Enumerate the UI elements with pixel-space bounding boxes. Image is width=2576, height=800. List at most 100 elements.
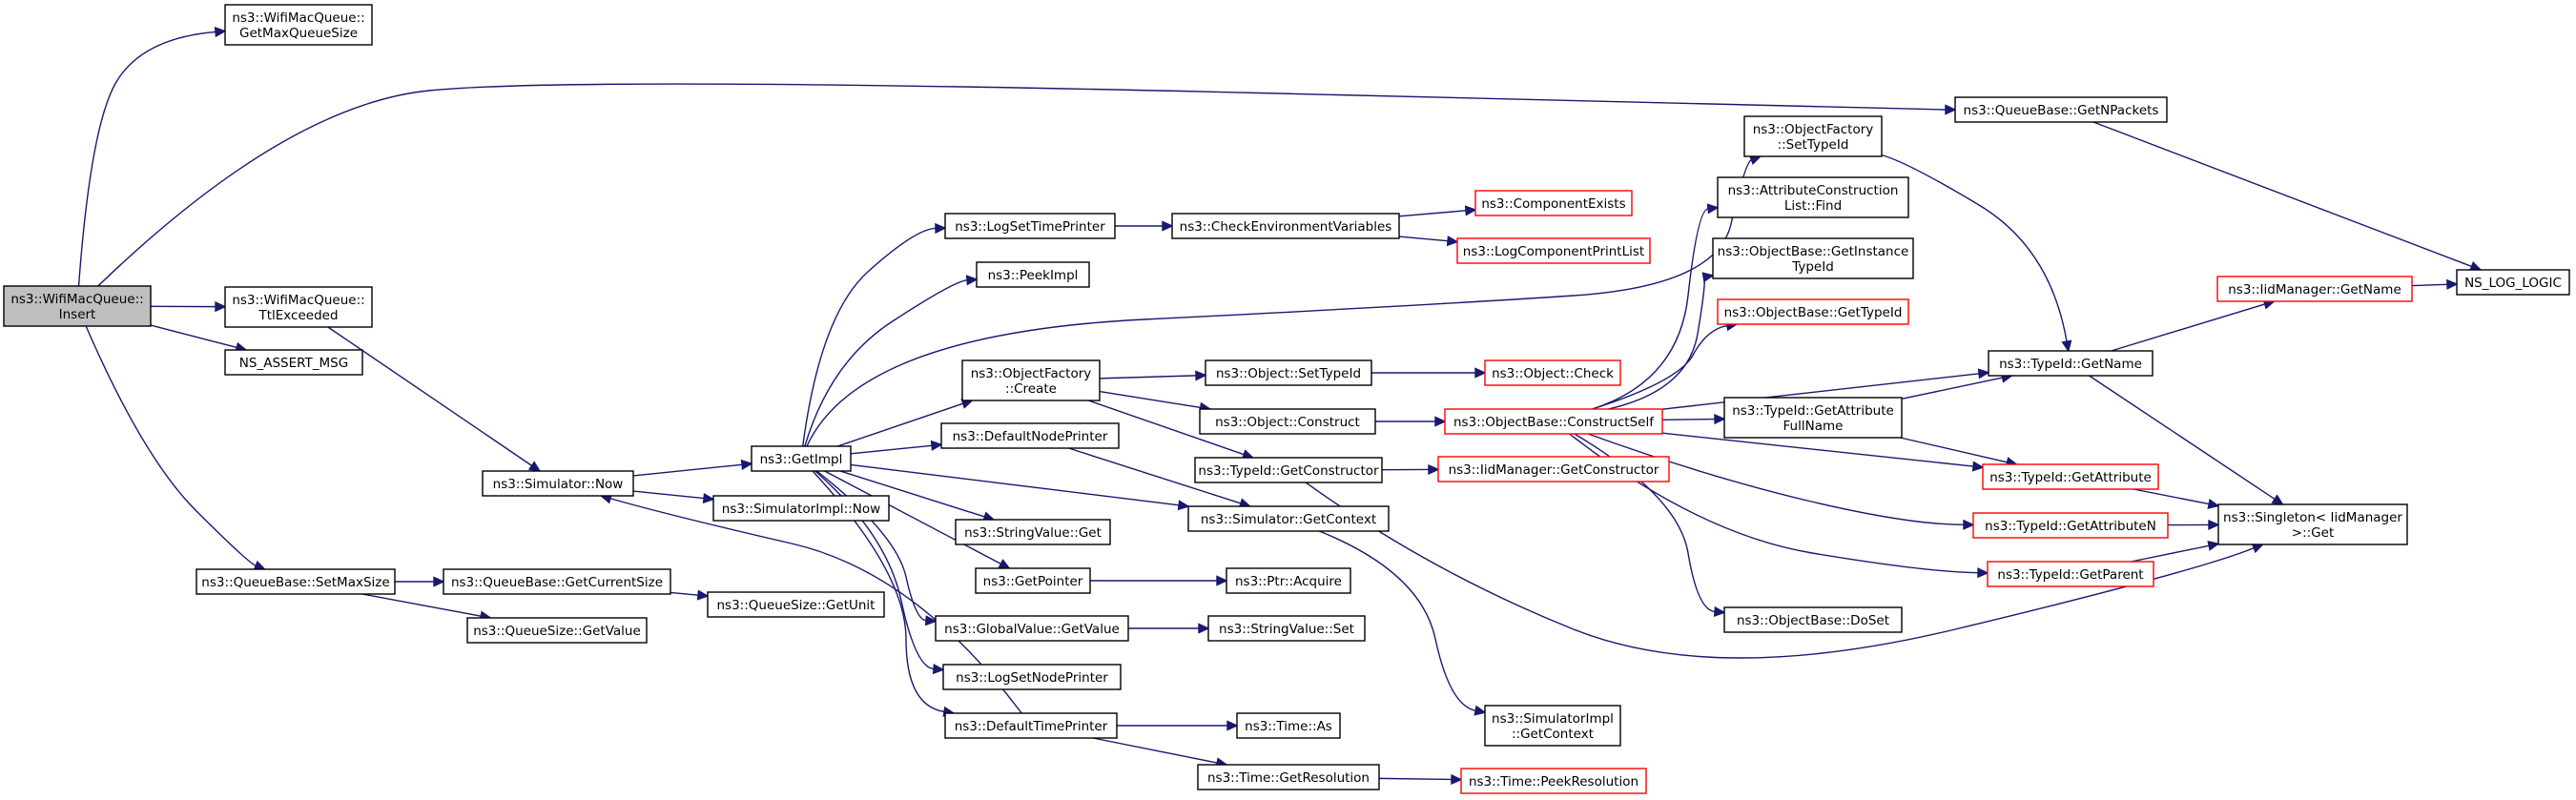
edge-line [97,83,1947,287]
node-label: ns3::QueueSize::GetUnit [717,598,876,613]
arrowhead-icon [1977,567,1989,579]
node-label: ns3::QueueSize::GetValue [473,624,641,639]
node-getmaxqueuesize[interactable]: ns3::WifiMacQueue::GetMaxQueueSize [224,4,373,46]
node-object-construct[interactable]: ns3::Object::Construct [1199,408,1376,435]
node-queuesize-getunit[interactable]: ns3::QueueSize::GetUnit [707,591,885,618]
arrowhead-icon [527,461,542,472]
arrowhead-icon [215,301,227,313]
node-box [1982,463,2159,490]
edge-insert-to-ns_assert_msg [150,324,248,353]
node-typeid-getattribute[interactable]: ns3::TypeId::GetAttribute [1982,463,2159,490]
node-setmaxsize[interactable]: ns3::QueueBase::SetMaxSize [196,568,396,595]
arrowhead-icon [1177,500,1190,511]
node-box [224,349,363,376]
edge-iidmanager_getname-to-ns_log_logic [2411,278,2459,290]
node-simulator-getcontext[interactable]: ns3::Simulator::GetContext [1187,505,1390,532]
edge-line [1092,737,1218,764]
edge-line [632,463,743,477]
node-iidmanager-getname[interactable]: ns3::IidManager::GetName [2216,276,2413,302]
node-logcomponentprintlist[interactable]: ns3::LogComponentPrintList [1456,237,1651,264]
node-label: ns3::WifiMacQueue:: [232,10,364,26]
node-box [1474,190,1633,216]
node-label: ns3::ObjectBase::ConstructSelf [1453,415,1655,430]
arrowhead-icon [2061,339,2072,353]
node-ttlexceeded[interactable]: ns3::WifiMacQueue::TtlExceeded [224,286,373,328]
edge-objectbase_constructself-to-typeid_getparent [1569,433,1989,579]
node-box [1484,359,1621,386]
node-objectbase-constructself[interactable]: ns3::ObjectBase::ConstructSelf [1444,408,1663,435]
node-label: ns3::QueueBase::GetCurrentSize [451,575,663,590]
node-typeid-getattributen[interactable]: ns3::TypeId::GetAttributeN [1972,512,2169,539]
node-label: ns3::ObjectFactory [971,366,1092,381]
node-label: ns3::IidManager::GetConstructor [1449,462,1659,478]
node-object-check[interactable]: ns3::Object::Check [1484,359,1621,386]
node-box [976,261,1090,288]
edge-line [2411,283,2448,287]
node-label: ::Create [1005,381,1057,397]
edge-typeid_getconstructor-to-iidmanager_getconstructor [1381,463,1440,476]
node-box [3,285,152,327]
node-peekimpl[interactable]: ns3::PeekImpl [976,261,1090,288]
node-time-getresolution[interactable]: ns3::Time::GetResolution [1197,764,1380,790]
node-globalvalue-getvalue[interactable]: ns3::GlobalValue::GetValue [935,615,1129,642]
node-label: ns3::SimulatorImpl [1492,711,1614,727]
node-stringvalue-set[interactable]: ns3::StringValue::Set [1207,615,1366,642]
node-getcurrentsize[interactable]: ns3::QueueBase::GetCurrentSize [443,568,671,595]
node-getimpl[interactable]: ns3::GetImpl [751,445,852,472]
edge-globalvalue_getvalue-to-stringvalue_set [1128,623,1210,634]
node-ns-log-logic[interactable]: NS_LOG_LOGIC [2456,269,2570,296]
node-queuesize-getvalue[interactable]: ns3::QueueSize::GetValue [466,617,648,644]
node-time-as[interactable]: ns3::Time::As [1236,712,1341,739]
node-defaultnodeprinter[interactable]: ns3::DefaultNodePrinter [940,422,1120,449]
node-checkenv[interactable]: ns3::CheckEnvironmentVariables [1171,213,1400,239]
node-insert[interactable]: ns3::WifiMacQueue::Insert [3,285,152,327]
edge-objectbase_constructself-to-typeid_getattributefullname [1661,413,1726,425]
node-objectbase-gettypeid[interactable]: ns3::ObjectBase::GetTypeId [1717,298,1909,325]
node-label: ns3::Time::PeekResolution [1469,774,1638,790]
node-singleton-get[interactable]: ns3::Singleton< IidManager >::Get [2217,503,2408,545]
edge-objectfactory_create-to-object_construct [1099,390,1212,413]
node-label: NS_ASSERT_MSG [239,356,348,371]
arrowhead-icon [924,615,938,626]
node-simulator-now[interactable]: ns3::Simulator::Now [482,470,634,497]
node-label: ns3::Object::Construct [1215,415,1360,430]
node-time-peekresolution[interactable]: ns3::Time::PeekResolution [1460,768,1647,794]
edge-line [824,470,1001,564]
edge-line [1319,530,1476,711]
node-stringvalue-get[interactable]: ns3::StringValue::Get [955,519,1111,545]
node-object-settypeid[interactable]: ns3::Object::SetTypeId [1205,359,1372,386]
node-objectbase-doset[interactable]: ns3::ObjectBase::DoSet [1723,606,1903,633]
node-simulatorimpl-now[interactable]: ns3::SimulatorImpl::Now [712,495,890,522]
node-getnpackets[interactable]: ns3::QueueBase::GetNPackets [1954,96,2168,123]
node-ns-assert-msg[interactable]: NS_ASSERT_MSG [224,349,363,376]
node-lognodeprinter[interactable]: ns3::LogSetNodePrinter [942,664,1122,690]
node-label: ns3::IidManager::GetName [2228,282,2401,297]
node-getpointer[interactable]: ns3::GetPointer [975,567,1091,594]
arrowhead-icon [2271,494,2284,505]
node-objectfactory-create[interactable]: ns3::ObjectFactory::Create [961,359,1101,401]
node-iidmanager-getconstructor[interactable]: ns3::IidManager::GetConstructor [1437,456,1670,482]
node-box [712,495,890,522]
node-componentexists[interactable]: ns3::ComponentExists [1474,190,1633,216]
node-box [1987,561,2154,587]
edge-line [1398,236,1449,242]
node-typeid-getconstructor[interactable]: ns3::TypeId::GetConstructor [1194,457,1383,483]
node-box [955,519,1111,545]
node-objectfactory-settypeid[interactable]: ns3::ObjectFactory::SetTypeId [1743,115,1883,157]
node-label: TtlExceeded [258,308,338,323]
node-box [443,568,671,595]
node-defaulttimeprinter[interactable]: ns3::DefaultTimePrinter [944,712,1118,739]
edge-simulator_now-to-simulatorimpl_now [632,490,715,504]
node-ptr-acquire[interactable]: ns3::Ptr::Acquire [1226,567,1351,594]
arrowhead-icon [1963,519,1975,530]
node-box [1723,397,1903,439]
node-simulatorimpl-getcontext[interactable]: ns3::SimulatorImpl::GetContext [1484,705,1621,747]
edge-line [1881,154,2068,342]
node-label: >::Get [2292,525,2334,541]
node-logsettimeprinter[interactable]: ns3::LogSetTimePrinter [944,213,1116,239]
node-typeid-getparent[interactable]: ns3::TypeId::GetParent [1987,561,2154,587]
node-typeid-getname[interactable]: ns3::TypeId::GetName [1988,350,2154,377]
